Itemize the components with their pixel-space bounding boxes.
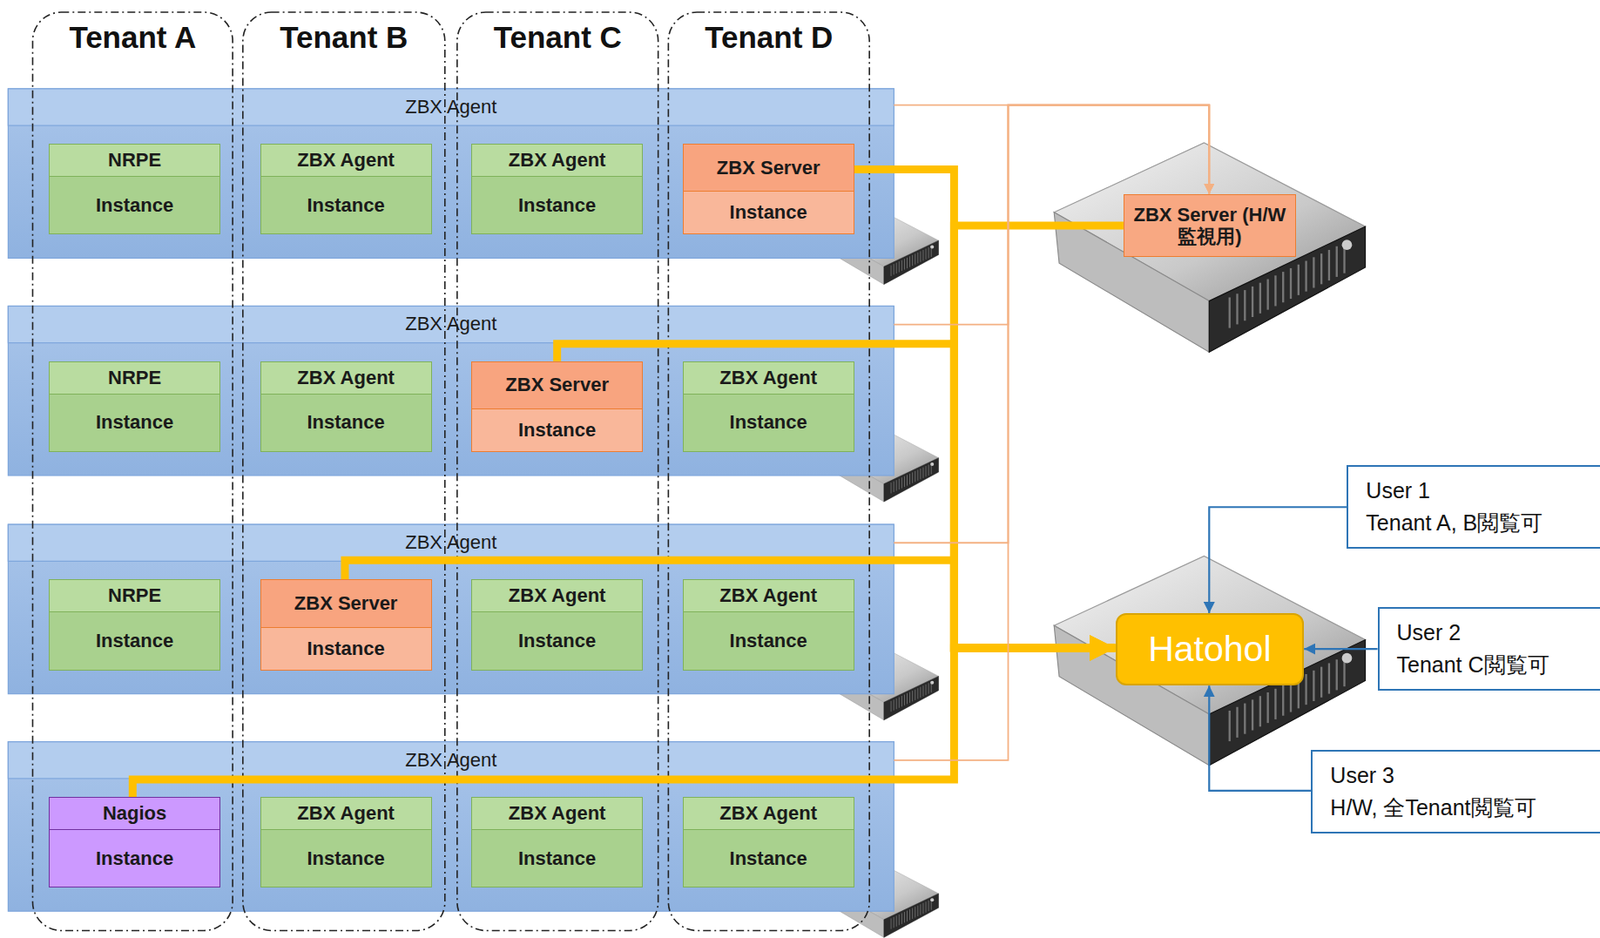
- hatohol-box: Hatohol: [1115, 613, 1305, 686]
- node-title: ZBX Agent: [261, 144, 432, 177]
- node-body: Instance: [472, 830, 642, 887]
- node-body: Tenant C閲覧可: [1397, 648, 1600, 682]
- instance-box: ZBX AgentInstance: [682, 361, 855, 453]
- instance-box: ZBX AgentInstance: [260, 361, 433, 453]
- node-body: Instance: [683, 191, 854, 234]
- node-title: User 3: [1329, 759, 1600, 793]
- server-row-ground: [7, 305, 894, 475]
- node-title: ZBX Agent: [7, 524, 894, 561]
- node-title: Nagios: [49, 797, 220, 831]
- node-body: Instance: [261, 627, 432, 670]
- node-title: NRPE: [49, 580, 220, 613]
- node-body: H/W, 全Tenant閲覧可: [1329, 791, 1600, 825]
- node-title: ZBX Agent: [7, 305, 894, 343]
- node-body: Instance: [49, 612, 220, 669]
- node-title: User 1: [1365, 474, 1600, 508]
- server-row-band: [7, 88, 894, 126]
- node-title: Tenant A: [32, 12, 233, 55]
- node-title: ZBX Agent: [683, 797, 854, 831]
- instance-box: ZBX AgentInstance: [471, 143, 643, 235]
- instance-box: ZBX AgentInstance: [260, 143, 433, 235]
- node-title: Tenant B: [243, 12, 446, 55]
- node-title: ZBX Agent: [7, 88, 894, 126]
- node-title: ZBX Agent: [472, 797, 642, 831]
- instance-box: ZBX AgentInstance: [471, 796, 643, 888]
- instance-box: ZBX AgentInstance: [682, 796, 855, 888]
- node-title: ZBX Server: [261, 580, 432, 628]
- node-body: Tenant A, B閲覧可: [1365, 506, 1600, 541]
- instance-box: NRPEInstance: [48, 361, 221, 453]
- user-box: User 2Tenant C閲覧可: [1377, 607, 1600, 691]
- connector: [953, 225, 1123, 649]
- instance-box: NRPEInstance: [48, 579, 221, 670]
- connector: [893, 105, 1209, 544]
- connector: [1303, 648, 1378, 650]
- node-title: ZBX Agent: [683, 362, 854, 395]
- physical-server-row: ZBX AgentNRPEInstanceZBX AgentInstanceZB…: [7, 88, 894, 258]
- node-body: Instance: [49, 394, 220, 452]
- connector: [1208, 506, 1347, 614]
- server-row-band: [7, 305, 894, 343]
- node-title: Hatohol: [1147, 628, 1271, 670]
- node-title: ZBX Agent: [683, 580, 854, 613]
- instance-box: ZBX AgentInstance: [260, 796, 433, 888]
- instance-box: ZBX ServerInstance: [682, 143, 855, 235]
- node-title: Tenant C: [457, 12, 659, 55]
- node-title: NRPE: [49, 362, 220, 395]
- node-body: Instance: [472, 612, 642, 669]
- server-row-band: [7, 742, 894, 779]
- server-row-ground: [7, 742, 894, 912]
- node-body: Instance: [261, 830, 432, 887]
- instance-box: ZBX ServerInstance: [471, 361, 643, 453]
- connector: [1208, 685, 1311, 791]
- tenant-outline: [243, 12, 446, 931]
- node-title: ZBX Agent: [472, 580, 642, 613]
- user-box: User 1Tenant A, B閲覧可: [1346, 465, 1600, 549]
- tenant-outline: [668, 12, 870, 931]
- node-body: Instance: [683, 612, 854, 669]
- node-title: ZBX Agent: [261, 362, 432, 395]
- tenant-outline: [457, 12, 659, 931]
- node-body: Instance: [683, 830, 854, 887]
- node-body: Instance: [472, 176, 642, 234]
- node-body: Instance: [472, 409, 642, 452]
- node-title: ZBX Server (H/W監視用): [1124, 202, 1296, 250]
- connector: [893, 105, 1209, 195]
- connector: [854, 168, 1116, 648]
- instance-box: ZBX AgentInstance: [682, 579, 855, 670]
- node-title: Tenant D: [668, 12, 870, 55]
- server-row-ground: [7, 88, 894, 258]
- instance-box: NagiosInstance: [48, 796, 221, 888]
- instance-box: ZBX AgentInstance: [471, 579, 643, 670]
- node-title: ZBX Agent: [261, 797, 432, 831]
- physical-server-row: ZBX AgentNRPEInstanceZBX AgentInstanceZB…: [7, 305, 894, 475]
- node-title: User 2: [1397, 616, 1600, 650]
- node-title: ZBX Server: [683, 144, 854, 192]
- server-row-ground: [7, 524, 894, 694]
- node-body: Instance: [49, 830, 220, 887]
- instance-box: NRPEInstance: [48, 143, 221, 235]
- node-body: Instance: [261, 394, 432, 452]
- node-title: ZBX Agent: [472, 144, 642, 177]
- node-body: Instance: [261, 176, 432, 234]
- server-row-band: [7, 524, 894, 561]
- physical-server-row: ZBX AgentNagiosInstanceZBX AgentInstance…: [7, 742, 894, 912]
- node-title: ZBX Server: [472, 362, 642, 410]
- hw-zabbix-server-box: ZBX Server (H/W監視用): [1123, 194, 1297, 258]
- node-title: ZBX Agent: [7, 742, 894, 779]
- physical-server-row: ZBX AgentNRPEInstanceZBX ServerInstanceZ…: [7, 524, 894, 694]
- node-title: NRPE: [49, 144, 220, 177]
- node-body: Instance: [683, 394, 854, 452]
- node-body: Instance: [49, 176, 220, 234]
- instance-box: ZBX ServerInstance: [260, 579, 433, 670]
- user-box: User 3H/W, 全Tenant閲覧可: [1310, 749, 1600, 834]
